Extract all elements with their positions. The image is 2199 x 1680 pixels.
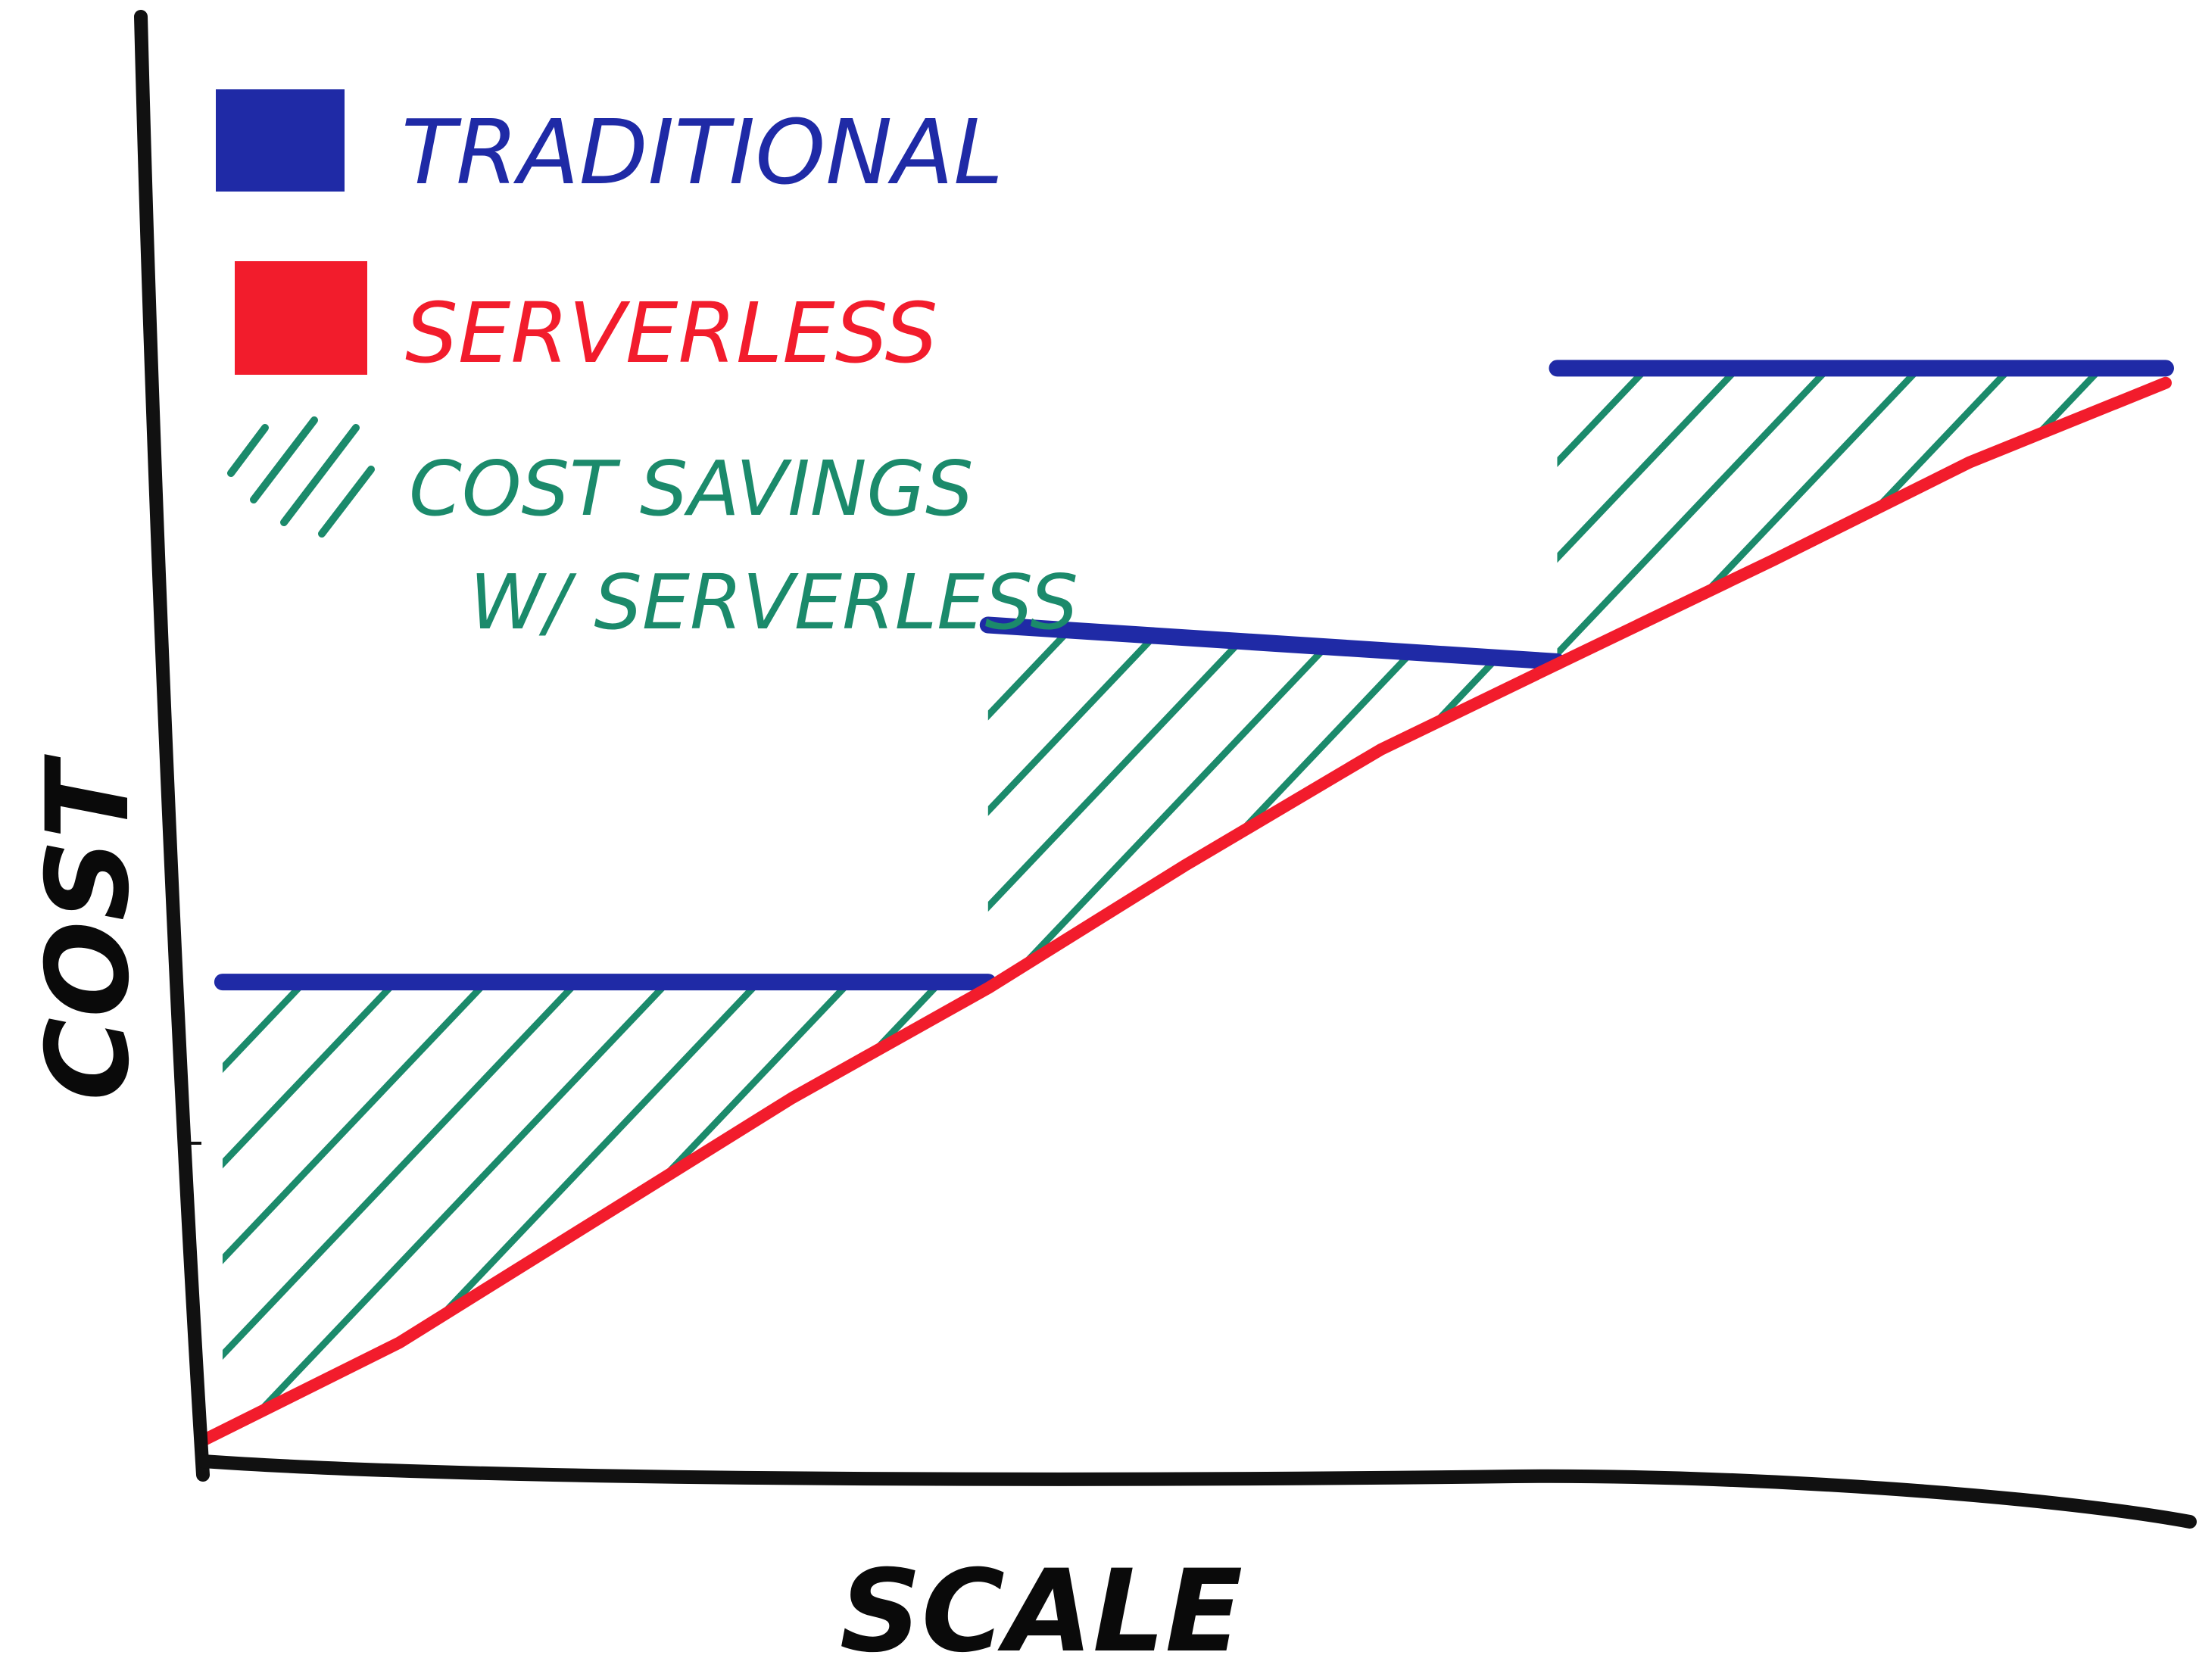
y-axis: [134, 10, 210, 1482]
hatch-line: [1557, 368, 1777, 665]
hatch-line: [222, 982, 616, 1431]
legend-label-savings-line1: COST SAVINGS: [409, 444, 973, 533]
hatch-line: [222, 982, 435, 1431]
hatch-line: [222, 982, 526, 1431]
series-serverless: [197, 376, 2172, 1447]
hatch-line: [222, 982, 707, 1431]
hatch-line: [474, 982, 980, 1431]
hatch-line: [987, 625, 1023, 989]
y-axis-label: COST: [23, 753, 154, 1101]
hatch-line: [656, 982, 988, 1431]
hatch-line: [511, 587, 928, 1026]
x-axis: [196, 1454, 2197, 1529]
hatch-line: [987, 625, 1205, 989]
x-axis-label: SCALE: [840, 1546, 1243, 1678]
traditional-step-2: [979, 616, 1566, 670]
legend-label-serverless: SERVERLESS: [405, 285, 937, 382]
hatch-line: [222, 982, 344, 1431]
hatch-line: [1557, 368, 1686, 665]
legend-swatch-hatch: [227, 416, 375, 538]
legend-swatch-traditional: [216, 89, 345, 192]
hatch-line: [1023, 944, 1521, 1469]
hatch-line: [747, 982, 988, 1431]
serverless-line: [197, 376, 2172, 1447]
legend-label-savings-line2: W/ SERVERLESS: [469, 558, 1078, 647]
hatch-line: [2053, 368, 2166, 665]
hatch-line: [1599, 368, 1959, 665]
hatch-line: [1780, 368, 2141, 665]
legend-label-traditional: TRADITIONAL: [401, 100, 1003, 204]
hatch-line: [383, 982, 889, 1431]
series-traditional: [214, 360, 2174, 991]
hatch-line: [292, 982, 798, 1431]
hatch-line: [1557, 368, 1868, 665]
cost-savings-hatch-1: [222, 944, 1521, 1469]
hatch-line: [565, 982, 988, 1431]
hatch-line: [987, 625, 1114, 989]
legend-swatch-serverless: [235, 261, 367, 375]
legend: TRADITIONAL SERVERLESS COST SAVINGS W/ S…: [216, 89, 1078, 647]
cost-savings-hatch-2: [511, 587, 1558, 1026]
hatch-line: [928, 982, 988, 1431]
hatch-line: [987, 625, 1296, 989]
